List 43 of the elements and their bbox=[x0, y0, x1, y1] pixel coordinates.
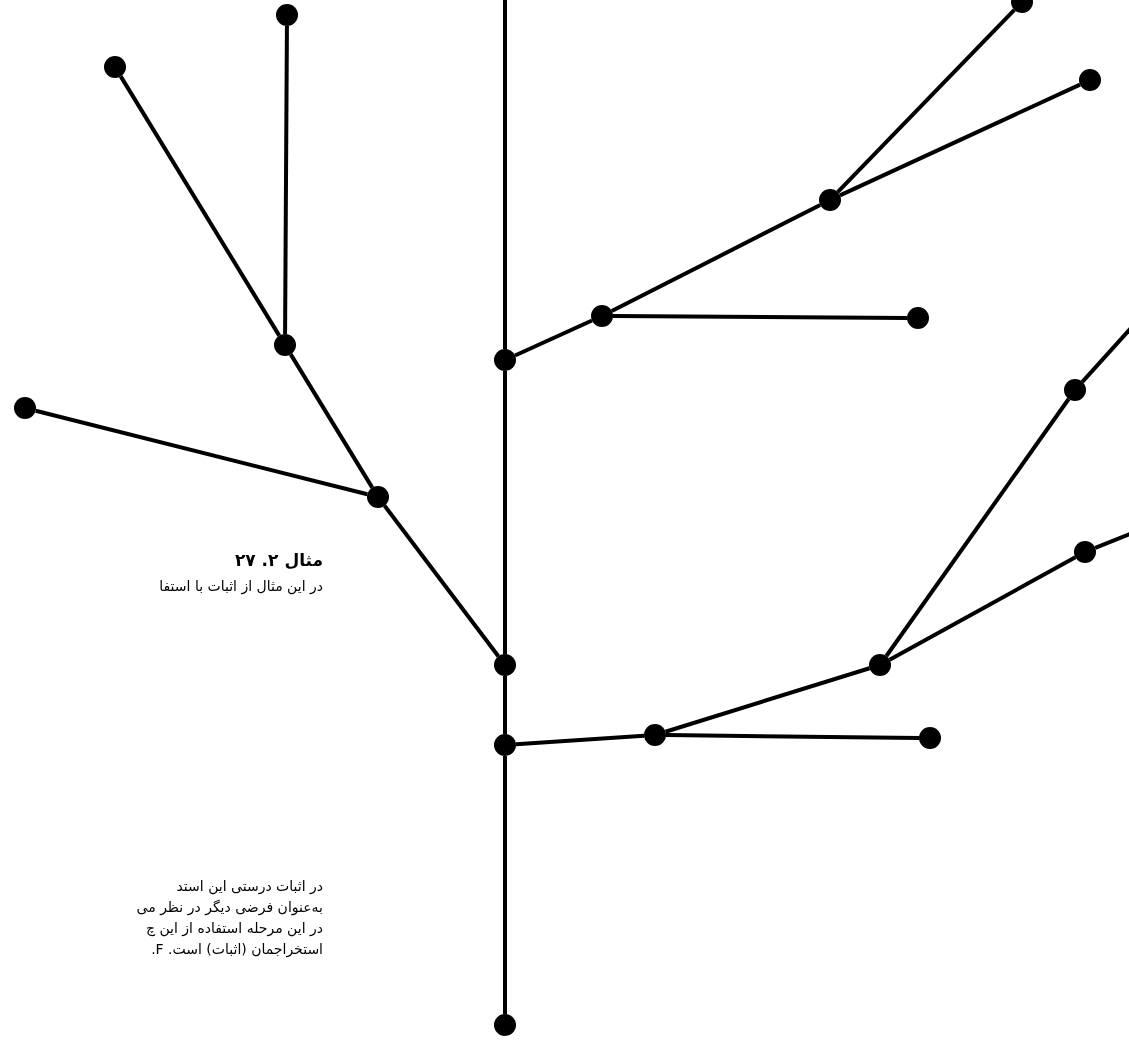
branch-line bbox=[503, 0, 507, 349]
tree-node bbox=[591, 305, 613, 327]
text-line: در این مرحله استفاده از این چ bbox=[145, 920, 323, 936]
tree-node bbox=[919, 727, 941, 749]
branch-line bbox=[610, 203, 822, 313]
branch-line bbox=[515, 733, 645, 747]
tree-node bbox=[1074, 541, 1096, 563]
tree-node bbox=[907, 307, 929, 329]
tree-node bbox=[494, 1014, 516, 1036]
tree-node bbox=[274, 334, 296, 356]
tree-node bbox=[276, 4, 298, 26]
branch-line bbox=[503, 371, 507, 654]
branch-line bbox=[503, 756, 507, 1014]
branch-line bbox=[613, 314, 907, 320]
text-line: در این مثال از اثبات با استفا bbox=[159, 578, 323, 594]
branch-line bbox=[665, 733, 920, 740]
tree-node bbox=[1079, 69, 1101, 91]
branch-line bbox=[888, 555, 1077, 662]
text-line: به‌عنوان فرضی دیگر در نظر می bbox=[136, 899, 323, 915]
example-heading: مثال ۲. ۲۷ bbox=[234, 550, 323, 570]
branch-line bbox=[289, 353, 374, 489]
branch-line bbox=[383, 504, 500, 658]
text-line: استخراجمان (اثبات) است. F. bbox=[151, 941, 323, 957]
branch-line bbox=[884, 397, 1071, 658]
tree-node bbox=[14, 397, 36, 419]
tree-node bbox=[494, 654, 516, 676]
branch-line bbox=[503, 676, 507, 734]
tree-node bbox=[494, 734, 516, 756]
branch-line bbox=[35, 408, 368, 497]
branch-line bbox=[283, 26, 289, 334]
text-line: در اثبات درستی این استد bbox=[176, 878, 323, 894]
tree-node bbox=[367, 486, 389, 508]
tree-node bbox=[494, 349, 516, 371]
tree-node bbox=[644, 724, 666, 746]
tree-node bbox=[104, 56, 126, 78]
tree-node bbox=[819, 189, 841, 211]
branch-line bbox=[664, 666, 871, 734]
branch-line bbox=[514, 318, 593, 358]
tree-node bbox=[1064, 379, 1086, 401]
branch-line bbox=[836, 8, 1016, 194]
tree-node bbox=[869, 654, 891, 676]
branch-line bbox=[839, 82, 1081, 198]
branch-line bbox=[119, 75, 281, 337]
